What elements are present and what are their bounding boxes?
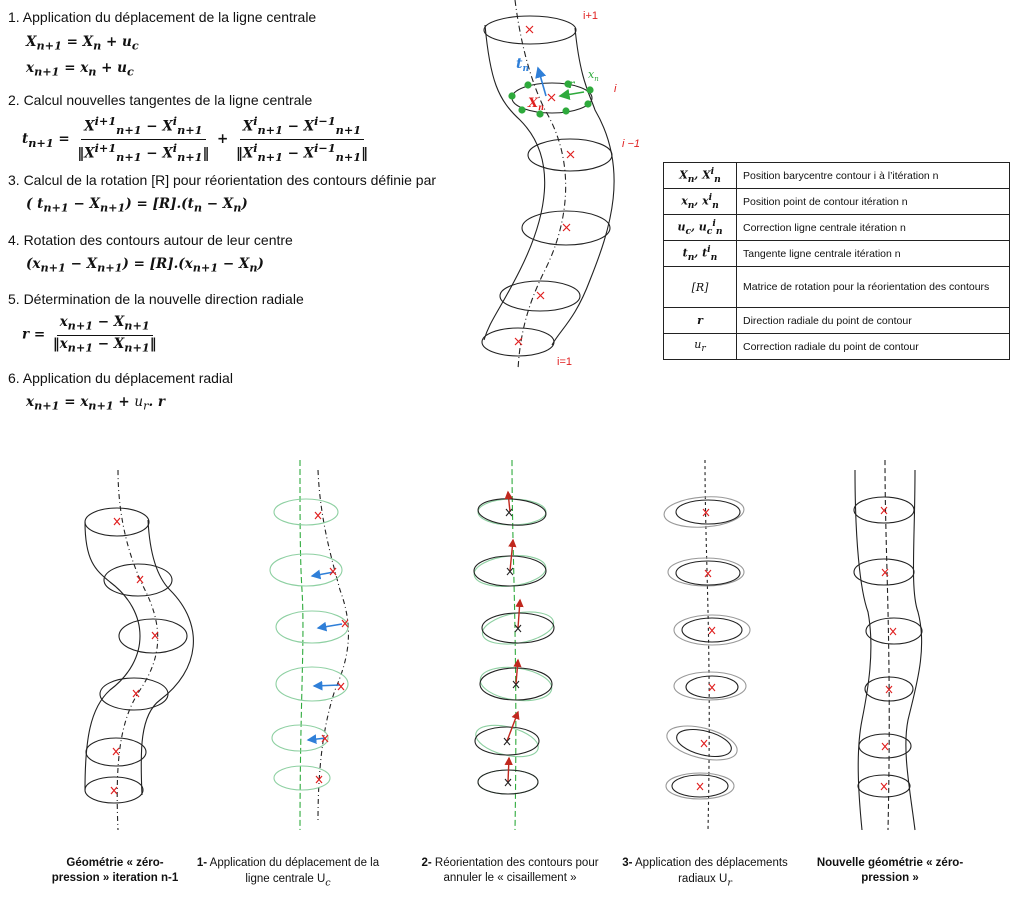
legend-row: xn, xin Position point de contour itérat… xyxy=(663,188,1010,215)
legend-symbol: Xn, Xin xyxy=(663,162,737,189)
stage-2-tangent-arrows xyxy=(504,490,524,783)
label-i-plus-1: i+1 xyxy=(583,10,598,22)
step-2-label: 2. Calcul nouvelles tangentes de la lign… xyxy=(8,92,313,108)
stage-0-geometry xyxy=(84,469,194,831)
legend-row: ur Correction radiale du point de contou… xyxy=(663,333,1010,360)
stage-3-centroids xyxy=(696,508,716,791)
legend-row: r Direction radiale du point de contour xyxy=(663,307,1010,334)
label-i-eq-1: i=1 xyxy=(557,356,572,368)
equation-3: ( tn+1 − Xn+1) = [R].(tn − Xn) xyxy=(26,196,248,215)
legend-description: Tangente ligne centrale itération n xyxy=(736,240,1010,267)
legend-row: tn, tin Tangente ligne centrale itératio… xyxy=(663,240,1010,267)
legend-row: uc, ucin Correction ligne centrale itéra… xyxy=(663,214,1010,241)
contour-i-points xyxy=(508,80,594,118)
label-i: i xyxy=(614,83,617,95)
step-5-label: 5. Détermination de la nouvelle directio… xyxy=(8,291,304,307)
stage-4-centroids xyxy=(880,506,897,791)
tube-right-wall xyxy=(551,27,615,346)
label-xn: xn xyxy=(588,68,599,83)
caption-stage-2: 2- Réorientation des contours pour annul… xyxy=(421,857,599,884)
legend-symbol: [R] xyxy=(663,266,737,308)
legend-symbol: ur xyxy=(663,333,737,360)
step-1-label: 1. Application du déplacement de la lign… xyxy=(8,9,317,25)
contour-3 xyxy=(521,210,611,246)
legend-description: Direction radiale du point de contour xyxy=(736,307,1010,334)
centroid-markers-top xyxy=(514,25,575,346)
step-3-label: 3. Calcul de la rotation [R] pour réorie… xyxy=(8,172,437,188)
contour-i-minus-1 xyxy=(527,138,613,172)
legend-symbol: xn, xin xyxy=(663,188,737,215)
equation-4: (xn+1 − Xn+1) = [R].(xn+1 − Xn) xyxy=(26,256,264,275)
label-tn: tn xyxy=(516,56,529,74)
stage-1-arrows xyxy=(306,569,343,744)
equation-6: xn+1 = xn+1 + ur. r xyxy=(26,394,166,413)
legend-symbol: tn, tin xyxy=(663,240,737,267)
centerline xyxy=(514,0,567,371)
caption-stage-3: 3- Application des déplacements radiaux … xyxy=(622,857,788,889)
legend-row: [R] Matrice de rotation pour la réorient… xyxy=(663,266,1010,308)
label-i-minus-1: i −1 xyxy=(622,138,640,150)
legend-symbol: uc, ucin xyxy=(663,214,737,241)
stage-1-centroids xyxy=(314,511,349,784)
legend-description: Correction radiale du point de contour xyxy=(736,333,1010,360)
step-6-label: 6. Application du déplacement radial xyxy=(8,370,233,386)
contour-2 xyxy=(499,280,581,312)
stage-4-new-geometry xyxy=(853,459,923,831)
caption-stage-1: 1- Application du déplacement de la lign… xyxy=(196,857,380,889)
stage-2-reorientation xyxy=(473,459,555,831)
tangent-arrow xyxy=(535,66,547,97)
caption-stage-4: Nouvelle géométrie « zéro-pression » xyxy=(816,857,964,884)
legend-symbol: r xyxy=(663,307,737,334)
equation-5: r = xn+1 − Xn+1‖xn+1 − Xn+1‖ xyxy=(22,314,157,355)
caption-stage-0: Géométrie « zéro-pression » iteration n-… xyxy=(51,857,179,884)
tube-diagram-top xyxy=(481,0,615,371)
stage-3-radial xyxy=(663,459,751,831)
legend-description: Position point de contour itération n xyxy=(736,188,1010,215)
stage-2-centroids xyxy=(503,508,522,787)
equation-1a: Xn+1 = Xn + uc xyxy=(26,34,139,53)
label-Xni: Xn xyxy=(527,96,544,112)
symbol-legend-table: Xn, Xin Position barycentre contour i à … xyxy=(663,162,1010,360)
contour-1 xyxy=(481,327,555,357)
contour-top xyxy=(483,15,577,45)
legend-row: Xn, Xin Position barycentre contour i à … xyxy=(663,162,1010,189)
step-4-label: 4. Rotation des contours autour de leur … xyxy=(8,232,293,248)
label-r: r xyxy=(568,77,576,91)
legend-description: Matrice de rotation pour la réorientatio… xyxy=(736,266,1010,308)
stage-1-centerline-move xyxy=(269,459,349,831)
equation-1b: xn+1 = xn + uc xyxy=(26,60,134,79)
radial-arrow xyxy=(558,88,585,100)
legend-description: Position barycentre contour i à l’itérat… xyxy=(736,162,1010,189)
stage-0-centroids xyxy=(110,517,159,795)
equation-2: tn+1 = Xi+1n+1 − Xin+1‖Xi+1n+1 − Xin+1‖ … xyxy=(22,114,368,165)
legend-description: Correction ligne centrale itération n xyxy=(736,214,1010,241)
tube-left-wall xyxy=(483,24,546,341)
